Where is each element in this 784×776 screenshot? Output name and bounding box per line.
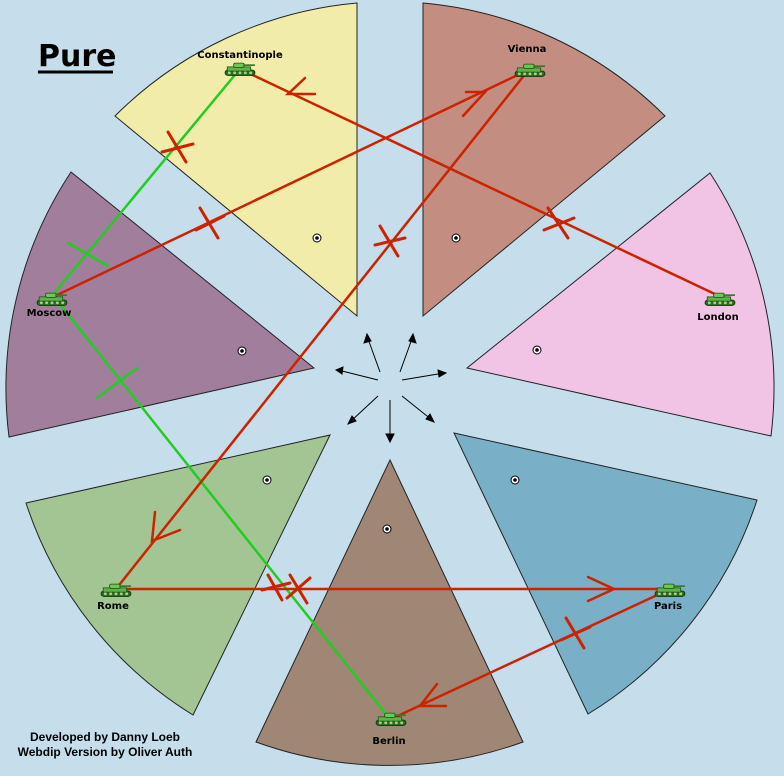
failed-order-icon [160,130,195,164]
label-constantinople: Constantinople [197,50,283,61]
arrowhead-icon [586,575,617,603]
territory-paris[interactable] [453,432,758,715]
arrowhead-icon [150,510,182,543]
arrowhead-icon [284,76,317,96]
failed-order-icon [542,206,576,240]
support-line-moscow-constantinople [49,68,241,299]
map-title: Pure [38,39,117,74]
support-tick-icon [95,366,139,400]
center-compass [334,332,448,444]
territory-constantinople[interactable] [114,2,358,318]
label-rome: Rome [97,601,129,612]
move-line-vienna-rome [114,71,528,591]
credit-line-1: Developed by Danny Loeb [30,730,180,744]
arrowhead-icon [461,90,488,118]
territory-moscow[interactable] [5,171,316,438]
failed-order-icon [559,616,592,650]
territory-labels: Constantinople Vienna London Paris Berli… [27,44,739,747]
supply-center-icon [510,475,520,485]
supply-center-icon [451,233,461,243]
supply-center-icon [262,475,272,485]
credit-line-2: Webdip Version by Oliver Auth [18,745,193,759]
supply-center-icon [532,345,542,355]
territory-rome[interactable] [25,434,331,716]
label-berlin: Berlin [372,736,405,747]
supply-center-icon [382,524,392,534]
arrowhead-icon [417,682,448,708]
territory-london[interactable] [465,172,775,437]
failed-order-icon [373,224,407,258]
label-moscow: Moscow [27,308,72,319]
supply-center-icon [312,233,322,243]
orders [49,67,721,722]
failed-order-icon [285,573,312,605]
support-line-moscow-berlin [53,296,391,720]
territory-vienna[interactable] [422,2,666,318]
label-vienna: Vienna [508,44,547,55]
move-line-paris-berlin [387,587,672,722]
move-line-london-constantinople [238,67,721,298]
move-line-vienna-moscow [53,69,528,298]
failed-order-icon [194,206,226,240]
failed-order-icon [260,573,292,602]
supply-centers [237,233,542,534]
label-london: London [697,312,739,323]
label-paris: Paris [654,601,682,612]
supply-center-icon [237,346,247,356]
support-tick-icon [66,241,110,268]
